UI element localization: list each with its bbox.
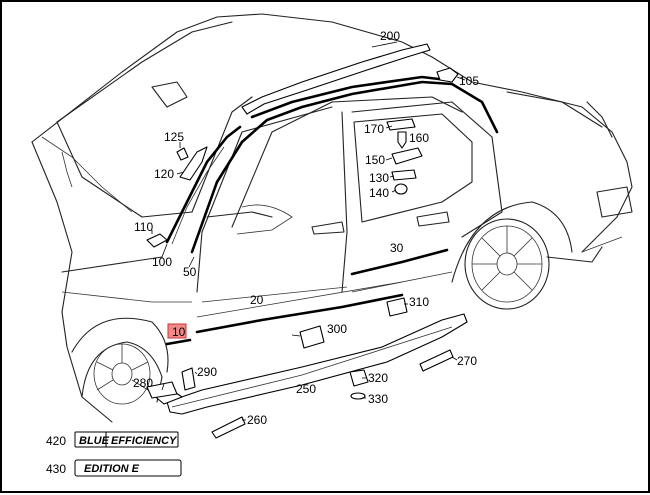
rear-door <box>351 101 503 293</box>
label-100[interactable]: 100 <box>152 255 172 269</box>
label-260[interactable]: 260 <box>247 413 267 427</box>
part-10-strip[interactable] <box>165 338 192 346</box>
label-10[interactable]: 10 <box>172 325 186 339</box>
part-330-nut[interactable] <box>350 392 366 400</box>
badge-420-blue-efficiency[interactable]: 420 BLUE EFFICIENCY <box>46 431 179 448</box>
small-parts <box>146 67 459 439</box>
label-50[interactable]: 50 <box>183 265 197 279</box>
label-170[interactable]: 170 <box>364 122 384 136</box>
part-105-clip[interactable] <box>436 67 459 83</box>
part-170-bracket[interactable] <box>386 118 416 131</box>
part-50-a-pillar-strip[interactable] <box>190 80 499 254</box>
front-wheel <box>81 341 163 405</box>
label-270[interactable]: 270 <box>457 354 477 368</box>
label-290[interactable]: 290 <box>197 365 217 379</box>
leader-lines <box>151 41 466 421</box>
label-160[interactable]: 160 <box>409 131 429 145</box>
label-110[interactable]: 110 <box>134 220 153 234</box>
part-150-plate[interactable] <box>391 147 423 165</box>
callout-labels: 10 20 30 50 100 105 110 120 125 130 140 … <box>133 29 479 427</box>
label-280[interactable]: 280 <box>133 376 153 390</box>
part-20-door-strip[interactable] <box>195 293 404 334</box>
label-200[interactable]: 200 <box>380 29 400 43</box>
label-30[interactable]: 30 <box>390 241 404 255</box>
badge-edition-text: EDITION E <box>84 463 140 475</box>
part-roof-strip[interactable] <box>250 75 449 119</box>
label-120[interactable]: 120 <box>154 167 174 181</box>
part-30-beltline-strip[interactable] <box>350 248 449 276</box>
label-330[interactable]: 330 <box>368 392 388 406</box>
label-150[interactable]: 150 <box>365 153 385 167</box>
part-260-clip[interactable] <box>211 416 246 439</box>
part-130-clip[interactable] <box>391 169 417 181</box>
trim-strips <box>165 43 499 346</box>
part-10-highlight <box>167 323 187 339</box>
front-door <box>196 106 348 303</box>
label-310[interactable]: 310 <box>409 295 429 309</box>
part-100-pillar-trim[interactable] <box>165 125 242 244</box>
car-body <box>31 13 633 423</box>
label-130[interactable]: 130 <box>369 171 389 185</box>
part-270-clip[interactable] <box>419 349 454 372</box>
part-120-bracket[interactable] <box>179 146 208 181</box>
part-310-bracket[interactable] <box>386 297 408 317</box>
label-105[interactable]: 105 <box>459 74 479 88</box>
part-160-screw[interactable] <box>397 131 407 149</box>
badge-blue-text: BLUE <box>79 435 110 447</box>
label-125[interactable]: 125 <box>164 130 184 144</box>
label-320[interactable]: 320 <box>368 371 388 385</box>
part-140-nut[interactable] <box>394 183 408 195</box>
label-250[interactable]: 250 <box>296 382 316 396</box>
badge-efficiency-text: EFFICIENCY <box>111 435 178 447</box>
label-300[interactable]: 300 <box>327 322 347 336</box>
part-300-bracket[interactable] <box>299 325 325 349</box>
part-200-roof-rail[interactable] <box>241 43 431 115</box>
label-430[interactable]: 430 <box>46 462 66 476</box>
label-140[interactable]: 140 <box>369 186 389 200</box>
label-20[interactable]: 20 <box>250 293 264 307</box>
part-320-clip[interactable] <box>349 369 369 387</box>
badge-430-edition-e[interactable]: 430 EDITION E <box>46 459 182 477</box>
part-290-bracket[interactable] <box>181 367 196 391</box>
part-125-clip[interactable] <box>176 147 189 161</box>
label-420[interactable]: 420 <box>46 434 66 448</box>
rear-wheel <box>464 218 550 310</box>
part-110-clip[interactable] <box>146 233 168 248</box>
